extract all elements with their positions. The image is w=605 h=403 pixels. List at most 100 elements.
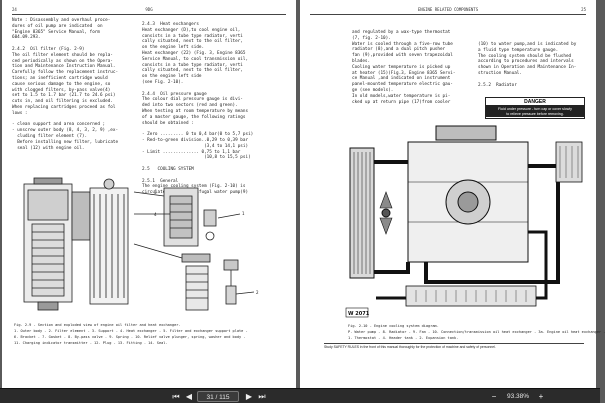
text-line: on the engine left side [142,74,202,80]
text-line: cluding filter element (7). [12,133,88,139]
last-page-button[interactable]: ⏭ [258,392,266,401]
text-line: a fluid type temperature gauge. [478,47,559,53]
danger-message: Fluid under pressure - turn cap or cover… [486,106,584,118]
text-line: ced periodically as shown on the Opera- [12,58,113,64]
text-line: In old models,water temperature is pi- [352,93,451,99]
text-line: Heat exchanger (D),to cool engine oil, [142,27,241,33]
text-line: cally situated, next to the oil filter, [142,39,243,45]
text-line: The cooling system should be flushed [478,53,572,59]
text-line: should be obtained : [142,120,194,126]
text-line: 2.4.4 Oil pressure gauge [142,91,207,97]
first-page-button[interactable]: ⏮ [172,392,180,401]
text-line: Water is cooled through a five-row tube [352,41,453,47]
caption-line: 11. Charging indicator transmitter - 12.… [14,341,168,345]
text-line: "Engine 8365" Service Manual, form [12,29,100,35]
text-line: The colour dial pressure gauge is divi- [142,97,243,103]
text-line: Cooling water temperature is picked up [352,64,451,70]
text-line: tions; an inefficient cartridge would [12,75,108,81]
text-line: lows : [12,110,28,116]
figure-reference-label: W 2071 [348,311,370,317]
page-number: 24 [12,7,17,12]
text-line: - Zero ......... 0 to 0,4 bar(0 to 5,7 p… [142,132,254,138]
svg-text:2: 2 [256,290,259,295]
text-line: radiator (8),and a dual pitch pusher [352,47,446,53]
text-line: Before installing new filter, lubricate [12,139,119,145]
text-line: ge (see models). [352,87,394,93]
text-line: cally situated, next to the oil filter, [142,68,243,74]
page-indicator-input[interactable]: 31 / 115 [197,391,239,402]
danger-title: DANGER [486,98,584,106]
text-line: consists in a tube type radiator, verti [142,33,243,39]
next-page-button[interactable]: ▶ [245,392,253,401]
text-line: (10,8 to 15,5 psi) [142,155,251,161]
figure-caption-2-10: Fig. 2-10 - Engine cooling system diagra… [348,323,605,341]
text-line: according to procedures and intervals [478,59,574,65]
previous-page-button[interactable]: ◀ [185,392,193,401]
zoom-level[interactable]: 93.38% [506,393,530,400]
svg-text:1: 1 [242,211,245,216]
text-line: tion and Maintenance Instruction Manual. [12,64,116,70]
safety-footnote: Study SAFETY RULES in the front of this … [324,343,584,349]
caption-line: Fig. 2-10 - Engine cooling system diagra… [348,324,439,328]
zoom-in-button[interactable]: + [538,392,544,401]
caption-line: 6. Bracket - 7. Gasket - 8. By-pass valv… [14,335,246,339]
text-line: at heater (15)(Fig.3, Engine 8365 Servi- [352,70,456,76]
text-line: 2.4.3 Heat exchangers [142,22,199,27]
text-line: cked up at return pipe (17)from cooler [352,99,451,105]
oil-filter-diagram: 1 2 3 4 [23,177,259,311]
text-line: struction Manual. [478,70,522,76]
text-line: cause serious damage to the engine, so [12,81,111,87]
text-line: 2.5.1 General [142,178,179,184]
header-title: ENGINE RELATED COMPONENTS [417,7,479,12]
text-line: (3,4 to 14,1 psi) [142,143,249,149]
text-line: The oil filter element should be repla- [12,52,113,58]
text-line: 2.5.2 Radiator [478,82,517,88]
text-line: seal (12) with engine oil. [12,145,85,151]
text-line: 604.09.293. [12,35,41,41]
text-line: - Red-to-green division..0,29 to 0,39 ba… [142,137,249,143]
text-line: with clogged filters, by-pass valve(4) [12,87,111,93]
right-page: ENGINE RELATED COMPONENTS 25 and regulat… [300,0,605,388]
text-line: ce Manual ,and indicated on instrument [352,76,451,82]
header-title: 9DG [145,7,153,12]
text-line: Note : Disassembly and overhaul proce- [12,18,111,23]
text-line: The engine cooling system (Fig. 2-10) is [142,184,246,190]
text-line: consists in a tube type radiator, verti [142,62,243,68]
text-line: fan (9),provided with seven trapezoidal [352,53,453,59]
right-text-left-column: and regulated by a wax-type thermostat(7… [352,30,482,105]
text-line: (7, fig. 2-10). [352,35,391,41]
right-page-header: ENGINE RELATED COMPONENTS 25 [310,6,586,15]
caption-line: Fig. 2-9 - Section and exploded view of … [14,323,181,327]
text-line: ded into two sectors (red and green). [142,103,238,109]
left-text-column: Note : Disassembly and overhaul proce-du… [12,18,142,151]
left-page-header: 24 9DG [12,6,286,15]
figure-caption-2-9: Fig. 2-9 - Section and exploded view of … [14,322,289,346]
text-line: - Limit .............. 0,75 to 1,1 bar [142,149,241,155]
text-line: 2.4.2 Oil filter (Fig. 2-9) [12,46,85,52]
caption-line: P. Water pump - 8. Radiator - 9. Fan - 1… [348,330,605,334]
cooling-system-diagram: W 2071 [345,125,583,318]
caption-line: 1. Outer body - 2. Filter element - 3. S… [14,329,248,333]
svg-text:3: 3 [154,190,157,195]
text-line: of a master gauge, the following ratings [142,114,246,120]
text-line: dures of oil pump are indicated on [12,23,103,29]
text-line: Heat exchanger (22) (Fig. 3, Engine 8365 [142,50,246,56]
text-line: cuts in, and oil filtering is excluded. [12,99,113,105]
left-page: 24 9DG Note : Disassembly and overhaul p… [2,0,296,388]
viewer-toolbar: ⏮ ◀ 31 / 115 ▶ ⏭ − 93.38% + [0,388,600,403]
text-line: and regulated by a wax-type thermostat [352,30,451,35]
caption-line: 1. Thermostat - 4. Header tank - 2. Expa… [348,336,459,340]
text-line: set to 1.5 to 1.7 bar (21.7 to 24.6 psi) [12,93,116,99]
text-line: Service Manual, to cool transmission oil… [142,56,249,62]
danger-warning-box: DANGER Fluid under pressure - turn cap o… [485,97,585,119]
text-line: blades. [352,58,371,64]
zoom-out-button[interactable]: − [491,392,497,401]
text-line: panel-mounted temperature electric gau- [352,82,453,88]
text-line: - clean support and area concerned ; [12,122,106,128]
text-line: on the engine left side. [142,45,205,51]
text-line: (see Fig. 2-10). [142,79,184,85]
svg-text:4: 4 [154,212,157,217]
text-line: shown in Operation and Maintenance In- [478,65,577,71]
